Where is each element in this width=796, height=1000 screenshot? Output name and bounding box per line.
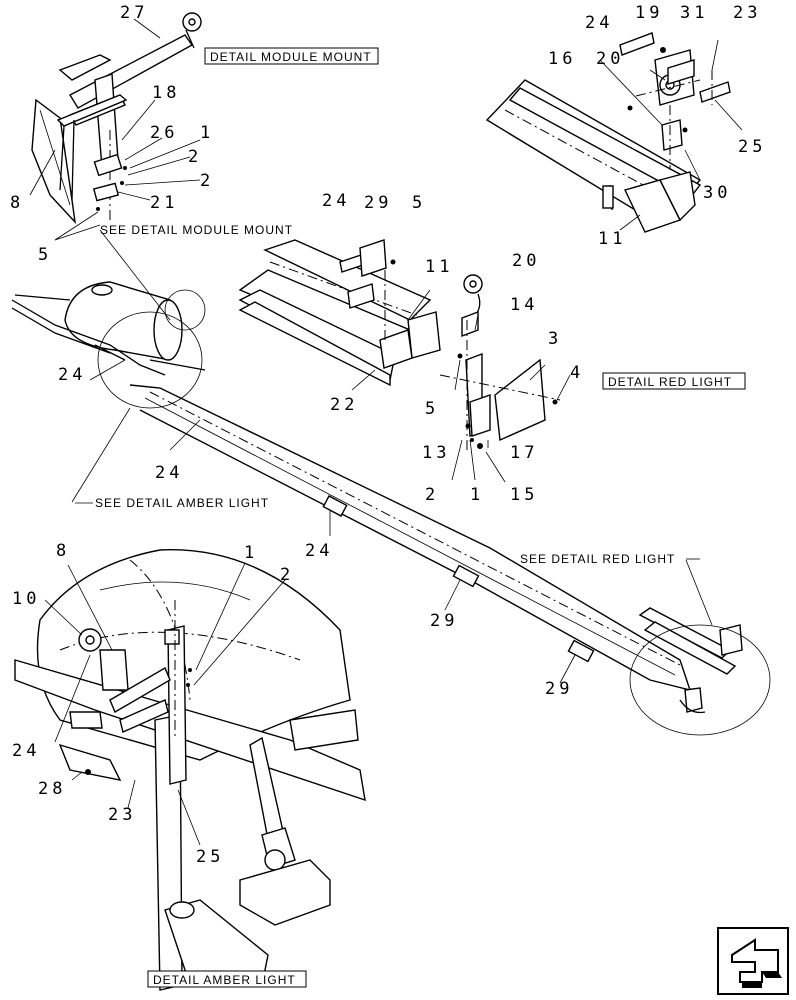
callout-29-boom-a: 29 (430, 611, 458, 631)
detail-red-light-label: DETAIL RED LIGHT (608, 375, 732, 389)
see-red-light-text: SEE DETAIL RED LIGHT (520, 552, 675, 566)
detail-module-mount-label: DETAIL MODULE MOUNT (210, 50, 372, 64)
callout-18: 18 (152, 83, 180, 103)
callout-23-amber: 23 (108, 805, 136, 825)
callout-10: 10 (12, 589, 40, 609)
callout-24-boom-b: 24 (305, 541, 333, 561)
callout-24-boom-a: 24 (155, 463, 183, 483)
callout-25-topright: 25 (738, 137, 766, 157)
callout-15: 15 (510, 485, 538, 505)
callout-20-center: 20 (512, 251, 540, 271)
callout-8-top: 8 (10, 193, 24, 213)
callout-11-topright: 11 (598, 229, 626, 249)
amber-light-detail (14, 549, 366, 991)
callout-4: 4 (570, 363, 584, 383)
callout-30: 30 (703, 183, 731, 203)
callout-2-redlight: 2 (425, 485, 439, 505)
callout-14: 14 (510, 295, 538, 315)
callout-2-top-a: 2 (188, 147, 202, 167)
callout-5-center: 5 (412, 193, 426, 213)
detail-amber-light-box: DETAIL AMBER LIGHT (147, 970, 307, 988)
callout-16: 16 (548, 49, 576, 69)
callout-28: 28 (38, 779, 66, 799)
main-assembly (11, 224, 771, 736)
callout-5-left: 5 (38, 245, 52, 265)
callout-numbers: 27 18 26 1 2 2 8 21 5 24 19 31 23 16 20 … (10, 3, 766, 867)
callout-20-topright: 20 (596, 49, 624, 69)
callout-24-tank: 24 (58, 365, 86, 385)
callout-21: 21 (150, 193, 178, 213)
callout-23-topright: 23 (733, 3, 761, 23)
callout-31: 31 (680, 3, 708, 23)
callout-17: 17 (510, 443, 538, 463)
callout-25-amber: 25 (196, 847, 224, 867)
see-module-mount-text: SEE DETAIL MODULE MOUNT (100, 223, 293, 237)
callout-1-amber: 1 (244, 543, 258, 563)
callout-1-redlight: 1 (470, 485, 484, 505)
callout-2-top-b: 2 (200, 171, 214, 191)
callout-26: 26 (150, 123, 178, 143)
callout-29-center: 29 (364, 193, 392, 213)
detail-amber-light-label: DETAIL AMBER LIGHT (153, 973, 296, 987)
callout-27: 27 (120, 3, 148, 23)
callout-24-topright: 24 (585, 13, 613, 33)
callout-1-top: 1 (200, 123, 214, 143)
callout-22: 22 (330, 395, 358, 415)
module-mount-detail (29, 12, 202, 241)
detail-module-mount-box: DETAIL MODULE MOUNT (204, 47, 379, 65)
detail-red-light-box: DETAIL RED LIGHT (602, 372, 746, 390)
rear-bracket-detail (485, 32, 743, 233)
callout-29-boom-b: 29 (545, 679, 573, 699)
page-turn-arrow-icon[interactable] (717, 927, 789, 995)
callout-8-amber: 8 (56, 541, 70, 561)
callout-19: 19 (635, 3, 663, 23)
callout-5-redlight: 5 (425, 399, 439, 419)
see-amber-light-text: SEE DETAIL AMBER LIGHT (95, 496, 269, 510)
callout-2-amber: 2 (280, 565, 294, 585)
callout-3: 3 (548, 329, 562, 349)
callout-24-amber: 24 (12, 741, 40, 761)
callout-13: 13 (422, 443, 450, 463)
callout-24-center: 24 (322, 191, 350, 211)
red-light-detail (238, 239, 571, 483)
callout-11-center: 11 (425, 257, 453, 277)
